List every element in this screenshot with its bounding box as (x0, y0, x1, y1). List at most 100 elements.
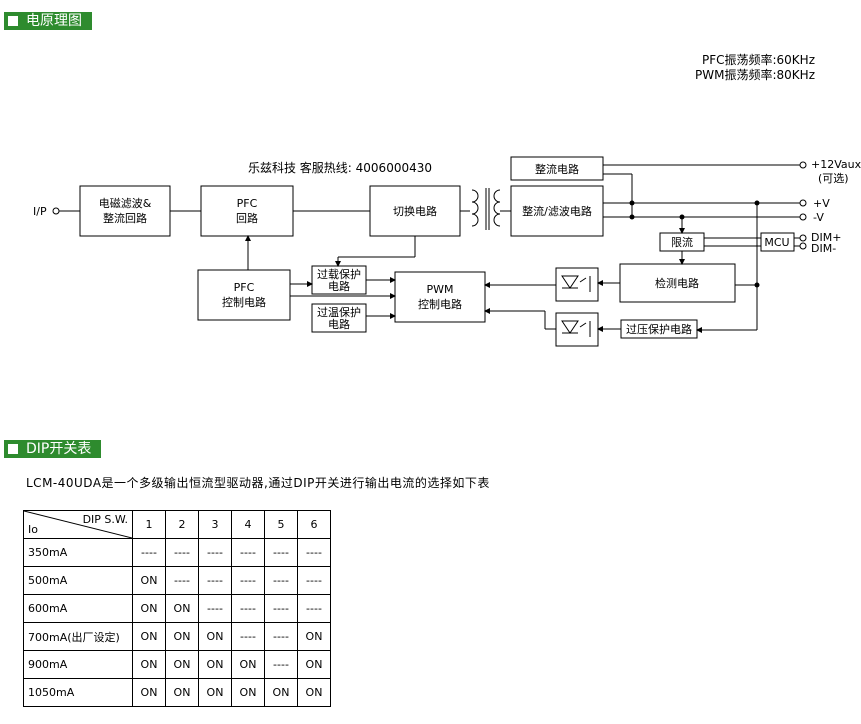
switch-state-cell: ON (198, 650, 232, 679)
otp-block (311, 303, 367, 333)
ip-label: I/P (33, 205, 47, 218)
switch-state-cell: ---- (264, 566, 298, 595)
switch-state-cell: ON (165, 678, 199, 707)
otp-label-2: 电路 (328, 318, 350, 331)
dip-table: DIP S.W. Io 1 2 3 4 5 6 350mA-----------… (23, 510, 331, 707)
emi-label-2: 整流回路 (103, 211, 147, 225)
switch-state-cell: ON (198, 622, 232, 651)
switch-header-3: 3 (198, 510, 232, 539)
dimplus-label: DIM+ (811, 231, 841, 244)
switch-state-cell: ---- (198, 594, 232, 623)
switch-state-cell: ON (297, 622, 331, 651)
switch-state-cell: ---- (231, 538, 265, 567)
switch-state-cell: ON (165, 622, 199, 651)
transformer-icon (471, 188, 501, 230)
switch-state-cell: ON (132, 566, 166, 595)
frequency-notes: PFC振荡频率:60KHz PWM振荡频率:80KHz (695, 53, 815, 83)
ovl-label-1: 过载保护 (317, 267, 361, 281)
emi-block (79, 185, 171, 237)
switch-state-cell: ON (297, 678, 331, 707)
switch-state-cell: ---- (132, 538, 166, 567)
dip-corner-header: DIP S.W. Io (23, 510, 133, 539)
otp-label-1: 过温保护 (317, 305, 361, 319)
switch-state-cell: ON (132, 622, 166, 651)
dip-header-row: DIP S.W. Io 1 2 3 4 5 6 (23, 510, 331, 539)
mcu-block (760, 232, 795, 252)
vminus-label: -V (813, 211, 824, 224)
pwm-frequency: PWM振荡频率:80KHz (695, 68, 815, 82)
switch-state-cell: ---- (264, 650, 298, 679)
switch-state-cell: ---- (231, 622, 265, 651)
pwm-label-2: 控制电路 (418, 297, 462, 311)
switch-header-6: 6 (297, 510, 331, 539)
pfc-label-1: PFC (237, 197, 258, 210)
switch-state-cell: ON (231, 678, 265, 707)
io-cell: 1050mA (23, 678, 133, 707)
dip-description: LCM-40UDA是一个多级输出恒流型驱动器,通过DIP开关进行输出电流的选择如… (26, 476, 490, 490)
switch-state-cell: ON (165, 594, 199, 623)
bullet-square-icon (8, 444, 18, 454)
pwm-block (394, 271, 486, 323)
aux-label: +12Vaux (811, 158, 861, 171)
pfc-label-2: 回路 (236, 212, 258, 225)
switch-state-cell: ---- (297, 566, 331, 595)
pfc-ctrl-label-2: 控制电路 (222, 295, 266, 309)
switch-state-cell: ON (165, 650, 199, 679)
emi-label-1: 电磁滤波& (99, 197, 152, 210)
switch-state-cell: ON (297, 650, 331, 679)
ovl-label-2: 电路 (328, 280, 350, 293)
pfc-ctrl-label-1: PFC (234, 281, 255, 294)
io-cell: 350mA (23, 538, 133, 567)
switch-label: 切换电路 (393, 204, 437, 218)
table-row: 350mA------------------------ (23, 538, 331, 567)
aux-opt-label: (可选) (818, 172, 849, 185)
pfc-ctrl-block (197, 269, 291, 321)
switch-state-cell: ---- (198, 538, 232, 567)
opto-glyph-1 (561, 275, 591, 292)
bullet-square-icon (8, 16, 18, 26)
hotline-text: 乐兹科技 客服热线: 4006000430 (248, 160, 432, 175)
switch-header-1: 1 (132, 510, 166, 539)
opto-glyph-2 (561, 320, 591, 337)
io-cell: 900mA (23, 650, 133, 679)
switch-state-cell: ON (132, 594, 166, 623)
switch-state-cell: ON (264, 678, 298, 707)
switch-state-cell: ---- (198, 566, 232, 595)
io-cell: 600mA (23, 594, 133, 623)
header-dip-label: DIP S.W. (82, 513, 128, 526)
io-cell: 500mA (23, 566, 133, 595)
pfc-frequency: PFC振荡频率:60KHz (701, 53, 815, 67)
switch-state-cell: ---- (297, 594, 331, 623)
rect-aux-label: 整流电路 (535, 162, 579, 176)
switch-state-cell: ON (132, 678, 166, 707)
switch-state-cell: ---- (231, 594, 265, 623)
switch-state-cell: ---- (165, 538, 199, 567)
ovp-label: 过压保护电路 (626, 322, 692, 336)
switch-state-cell: ON (132, 650, 166, 679)
switch-state-cell: ON (231, 650, 265, 679)
schematic-section-header: 电原理图 (4, 12, 92, 30)
optocoupler-2 (555, 312, 599, 347)
limit-label: 限流 (671, 235, 693, 249)
rect-aux-block (510, 156, 604, 181)
detect-label: 检测电路 (655, 276, 699, 290)
switch-state-cell: ---- (264, 622, 298, 651)
optocoupler-1 (555, 267, 599, 302)
switch-state-cell: ---- (264, 538, 298, 567)
pfc-block (200, 185, 294, 237)
switch-state-cell: ---- (231, 566, 265, 595)
switch-state-cell: ON (198, 678, 232, 707)
switch-header-4: 4 (231, 510, 265, 539)
header-io-label: Io (28, 523, 38, 536)
dip-section-title: DIP开关表 (26, 441, 92, 457)
switch-state-cell: ---- (165, 566, 199, 595)
switch-state-cell: ---- (264, 594, 298, 623)
mcu-label: MCU (764, 236, 789, 249)
block-diagram: 乐兹科技 客服热线: 4006000430 电磁滤波& 整流回路 PFC 回路 … (33, 156, 861, 347)
dip-section-header: DIP开关表 (4, 440, 102, 458)
